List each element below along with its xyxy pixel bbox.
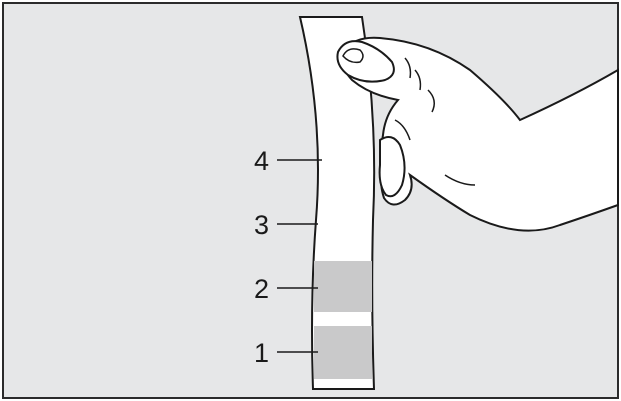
callout-4-label: 4 [254, 146, 269, 176]
hand-finger [380, 137, 405, 196]
reagent-pad-2 [314, 261, 372, 312]
callout-3-label: 3 [254, 210, 269, 240]
callout-2-label: 2 [254, 274, 269, 304]
callout-1-label: 1 [254, 338, 269, 368]
reagent-pad-1 [314, 326, 372, 379]
